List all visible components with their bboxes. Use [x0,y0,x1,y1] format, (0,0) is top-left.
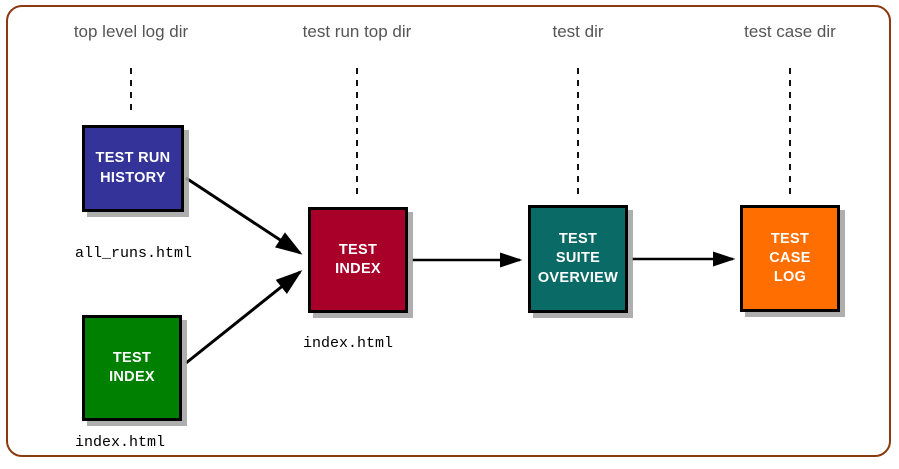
arrow-history-to-index [185,176,303,255]
node-test-suite-overview[interactable]: TEST SUITE OVERVIEW [528,205,628,313]
node-test-run-history-label: TEST RUN HISTORY [95,150,171,186]
file-caption-all-runs-html: all_runs.html [75,245,193,262]
file-caption-index-html-run: index.html [303,335,394,352]
node-test-case-log-label: TEST CASE LOG [769,230,811,286]
file-caption-index-html-top-level: index.html [75,434,166,451]
arrow-topindex-to-runindex [185,270,303,365]
node-test-index-run-label: TEST INDEX [335,241,381,277]
column-header-test-run-top-dir: test run top dir [302,22,412,41]
column-header-test-dir: test dir [552,22,604,41]
node-test-index-top-level[interactable]: TEST INDEX [82,315,182,421]
column-header-top-level-log-dir: top level log dir [73,22,189,41]
node-test-suite-overview-label: TEST SUITE OVERVIEW [537,231,619,286]
node-test-index-run[interactable]: TEST INDEX [308,207,408,313]
column-header-test-case-dir: test case dir [744,22,836,41]
node-test-run-history[interactable]: TEST RUN HISTORY [82,125,184,212]
node-test-case-log[interactable]: TEST CASE LOG [740,205,840,312]
node-test-index-top-level-label: TEST INDEX [109,349,155,385]
